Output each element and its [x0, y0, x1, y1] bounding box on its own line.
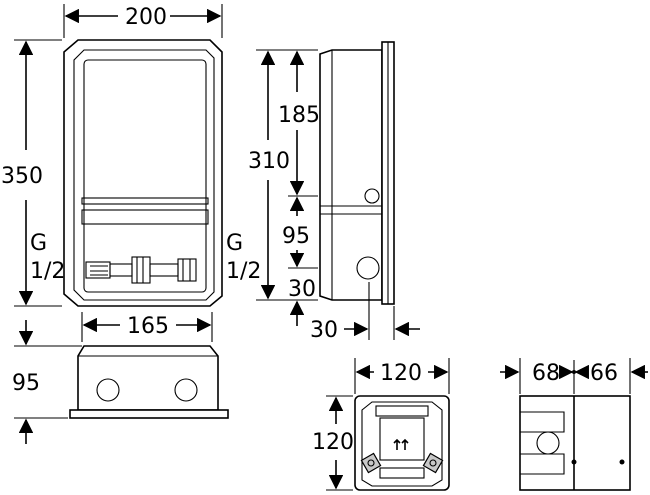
right-view — [519, 395, 631, 491]
front-view — [63, 39, 223, 307]
dim-185-label: 185 — [278, 103, 320, 128]
thread-right-g: G — [226, 231, 243, 256]
dim-bottom-depth: 95 — [12, 320, 82, 444]
dim-120-width-label: 120 — [380, 361, 422, 386]
dim-side-total: 310 — [248, 49, 318, 301]
dim-top-height: 120 — [312, 395, 354, 491]
side-view — [319, 41, 395, 305]
dim-front-width: 200 — [63, 4, 223, 38]
dim-120-height-label: 120 — [312, 430, 354, 455]
thread-left-size: 1/2 — [30, 259, 65, 284]
dim-side-middle: 95 — [282, 196, 318, 269]
dim-30-lower-label: 30 — [288, 277, 316, 302]
dim-right-split: 68 66 — [500, 358, 648, 394]
thread-left-g: G — [30, 231, 47, 256]
dim-68-label: 68 — [532, 361, 560, 386]
dim-200-label: 200 — [125, 5, 167, 30]
dim-front-inner: 165 — [81, 312, 213, 342]
thread-right-size: 1/2 — [226, 259, 261, 284]
dim-side-depth: 30 — [310, 282, 420, 343]
top-view — [354, 395, 450, 491]
dim-165-label: 165 — [127, 314, 169, 339]
dim-95-side-label: 95 — [282, 224, 310, 249]
dim-side-upper: 185 — [278, 50, 320, 197]
dim-top-width: 120 — [354, 358, 450, 394]
bottom-view — [69, 345, 229, 419]
dim-30-depth-label: 30 — [310, 318, 338, 343]
dim-310-label: 310 — [248, 149, 290, 174]
dim-side-lower: 30 — [288, 277, 316, 326]
dim-66-label: 66 — [590, 361, 618, 386]
dim-350-label: 350 — [1, 164, 43, 189]
dim-95-bottom-label: 95 — [12, 371, 40, 396]
dim-front-height: 350 — [1, 39, 62, 307]
